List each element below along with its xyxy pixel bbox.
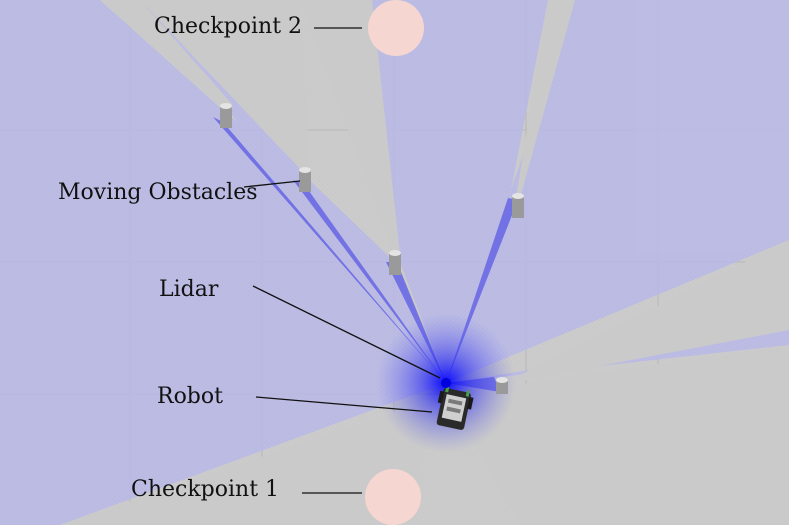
- label-moving-obstacles: Moving Obstacles: [58, 180, 258, 205]
- obstacle-cylinder: [496, 377, 508, 394]
- leader-lidar: [252, 285, 441, 379]
- obstacle-cylinder: [512, 193, 524, 218]
- lidar-shadows: [60, 0, 789, 525]
- leader-robot: [255, 396, 433, 413]
- obstacle-cylinder: [220, 103, 232, 128]
- leader-lines: [243, 27, 441, 494]
- label-lidar: Lidar: [159, 277, 219, 302]
- leader-moving-obstacles: [243, 180, 301, 188]
- obstacle-cylinder: [389, 250, 401, 275]
- checkpoint-1-marker: [365, 469, 421, 525]
- label-checkpoint-1: Checkpoint 1: [131, 477, 280, 502]
- moving-obstacles: [220, 103, 524, 394]
- checkpoint-2-marker: [368, 0, 424, 56]
- label-checkpoint-2: Checkpoint 2: [154, 14, 303, 39]
- robot: [436, 385, 474, 430]
- obstacle-cylinder: [299, 167, 311, 192]
- label-robot: Robot: [157, 384, 223, 409]
- lidar-sensor: [441, 378, 451, 388]
